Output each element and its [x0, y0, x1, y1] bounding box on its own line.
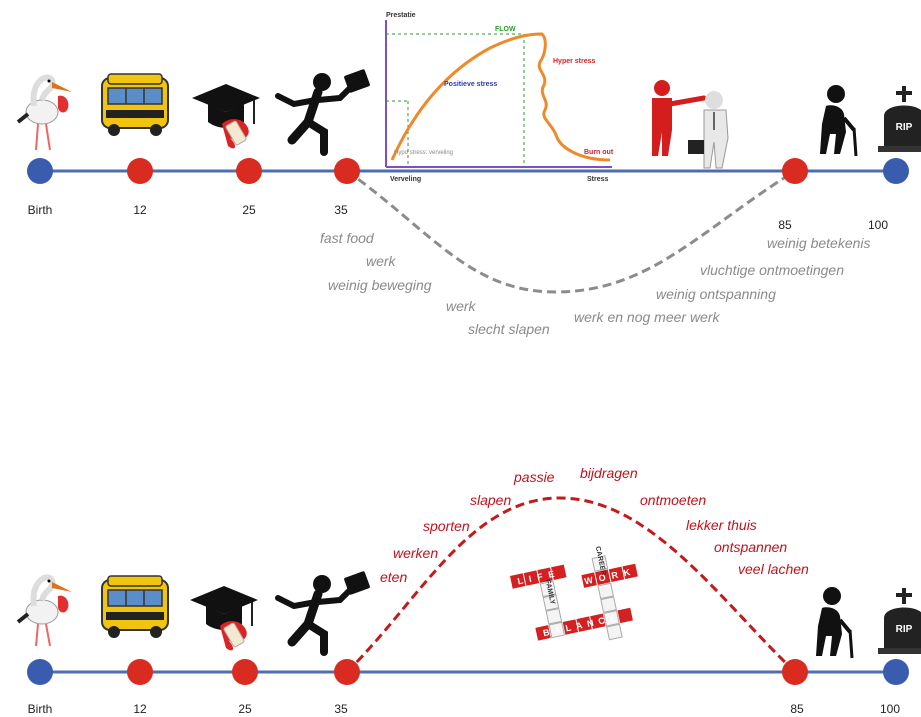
- dip-word: weinig betekenis: [767, 235, 871, 251]
- top-node-100: [883, 158, 909, 184]
- top-node-12: [127, 158, 153, 184]
- top-age-label: 85: [778, 218, 792, 232]
- top-node-85: [782, 158, 808, 184]
- life-work-balance-tiles-icon: LIFE FAMILY WORK CAREER BALANCE: [510, 546, 638, 641]
- bottom-node-85: [782, 659, 808, 685]
- chart-hypo-stress-label: Hypo stress: verveling: [394, 150, 453, 156]
- svg-text:RIP: RIP: [896, 624, 913, 635]
- stress-performance-chart: Prestatie Verveling Stress FLOW Positiev…: [385, 12, 614, 183]
- dip-word: fast food: [320, 230, 375, 246]
- top-age-label: Birth: [28, 203, 53, 217]
- top-node-35: [334, 158, 360, 184]
- elderly-with-cane-icon: [816, 587, 854, 659]
- bottom-node-12: [127, 659, 153, 685]
- tile-word-career: CAREER: [591, 546, 623, 641]
- dip-word: slecht slapen: [468, 321, 550, 337]
- arch-word: veel lachen: [738, 561, 809, 577]
- chart-y-title: Prestatie: [386, 12, 416, 19]
- chart-performance-curve: [390, 32, 611, 162]
- arch-word: bijdragen: [580, 465, 638, 481]
- stork-baby-icon: [16, 74, 72, 151]
- dip-word: vluchtige ontmoetingen: [700, 262, 844, 278]
- top-age-label: 35: [334, 203, 348, 217]
- svg-text:RIP: RIP: [896, 122, 913, 133]
- top-timeline: Birth 12 25 35 85 100 fast food werk wei…: [27, 158, 909, 337]
- bottom-node-25: [232, 659, 258, 685]
- rip-tombstone-icon: RIP: [878, 86, 921, 152]
- chart-x-left-label: Verveling: [390, 176, 421, 183]
- chart-burnout-label: Burn out: [584, 149, 614, 156]
- chart-hyper-stress-label: Hyper stress: [553, 58, 596, 65]
- dip-word: werk: [366, 253, 397, 269]
- dip-word: weinig ontspanning: [656, 286, 776, 302]
- top-node-birth: [27, 158, 53, 184]
- arch-word: ontspannen: [714, 539, 787, 555]
- top-age-label: 100: [868, 218, 888, 232]
- dip-word: weinig beweging: [328, 277, 432, 293]
- stork-baby-icon: [16, 574, 72, 647]
- dip-word: werk en nog meer werk: [574, 309, 721, 325]
- bottom-node-birth: [27, 659, 53, 685]
- rip-tombstone-icon: RIP: [878, 588, 921, 654]
- tile-word-life: LIFE: [510, 564, 567, 589]
- arch-word: ontmoeten: [640, 492, 706, 508]
- arch-word: sporten: [423, 518, 470, 534]
- top-dip-dashed-curve: [346, 169, 796, 294]
- bottom-node-100: [883, 659, 909, 685]
- graduation-cap-icon: [192, 84, 260, 149]
- chart-flow-label: FLOW: [495, 26, 516, 33]
- tile-word-family: FAMILY: [539, 579, 566, 639]
- arch-word: eten: [380, 569, 407, 585]
- running-businessman-icon: [275, 571, 370, 656]
- arch-word: passie: [513, 469, 555, 485]
- bottom-age-label: 35: [334, 702, 348, 716]
- school-bus-icon: [101, 73, 169, 136]
- dip-word: werk: [446, 298, 477, 314]
- elderly-with-cane-icon: [820, 85, 858, 157]
- top-node-25: [236, 158, 262, 184]
- bottom-arch-dashed-curve: [345, 496, 797, 674]
- chart-positive-stress-label: Positieve stress: [444, 81, 497, 88]
- chart-x-right-label: Stress: [587, 176, 609, 183]
- bottom-age-label: 25: [238, 702, 252, 716]
- bottom-timeline: Birth 12 25 35 85 100 eten werken sporte…: [27, 465, 909, 716]
- boss-pointing-icon: [652, 80, 729, 169]
- arch-word: werken: [393, 545, 438, 561]
- bottom-age-label: 100: [880, 702, 900, 716]
- arch-word: slapen: [470, 492, 511, 508]
- bottom-age-label: 85: [790, 702, 804, 716]
- top-age-label: 12: [133, 203, 147, 217]
- bottom-node-35: [334, 659, 360, 685]
- top-age-label: 25: [242, 203, 256, 217]
- bottom-age-label: 12: [133, 702, 147, 716]
- bottom-age-label: Birth: [28, 702, 53, 716]
- arch-word: lekker thuis: [686, 517, 757, 533]
- running-businessman-icon: [275, 69, 370, 156]
- graduation-cap-icon: [190, 586, 258, 651]
- school-bus-icon: [101, 575, 169, 638]
